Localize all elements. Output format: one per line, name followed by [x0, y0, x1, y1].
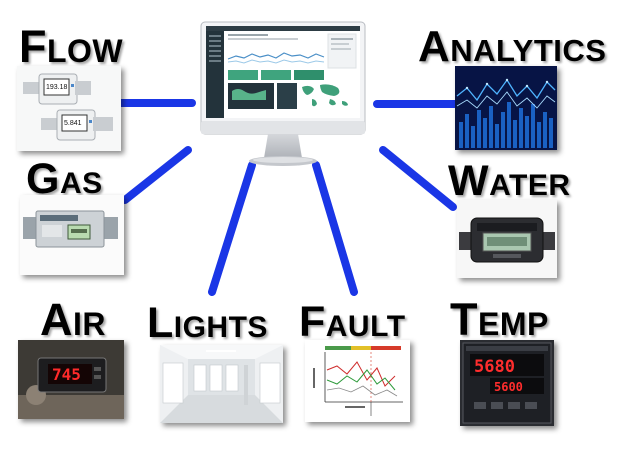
- label-gas: Gas: [26, 155, 103, 203]
- analytics-image: [455, 66, 557, 150]
- temp-readout-bottom: 5600: [494, 380, 523, 394]
- temp-display-image: 5680 5600: [460, 340, 554, 426]
- air-readout: 745: [52, 365, 81, 384]
- label-air: Air: [40, 294, 106, 345]
- connector-fault: [312, 161, 358, 296]
- label-analytics: Analytics: [418, 22, 607, 71]
- connector-gas: [121, 146, 192, 204]
- gas-meter-image: [20, 195, 124, 275]
- lights-room-image: [160, 345, 283, 423]
- air-meter-image: 745: [18, 340, 124, 419]
- computer-monitor: [200, 21, 366, 169]
- label-flow: Flow: [19, 21, 124, 72]
- label-temp: Temp: [450, 294, 549, 345]
- connector-lights: [208, 161, 256, 296]
- temp-readout-top: 5680: [474, 357, 515, 377]
- flow-readout-top: 193.18: [46, 84, 68, 91]
- connector-water: [379, 146, 457, 211]
- fault-chart-image: [305, 340, 410, 422]
- monitor-graphic: [200, 21, 366, 166]
- flow-meter-image: 193.18 5.841: [17, 66, 121, 151]
- label-fault: Fault: [299, 298, 406, 346]
- label-lights: Lights: [147, 299, 268, 347]
- label-water: Water: [448, 157, 571, 205]
- water-meter-image: [457, 200, 557, 278]
- flow-readout-bottom: 5.841: [64, 120, 82, 127]
